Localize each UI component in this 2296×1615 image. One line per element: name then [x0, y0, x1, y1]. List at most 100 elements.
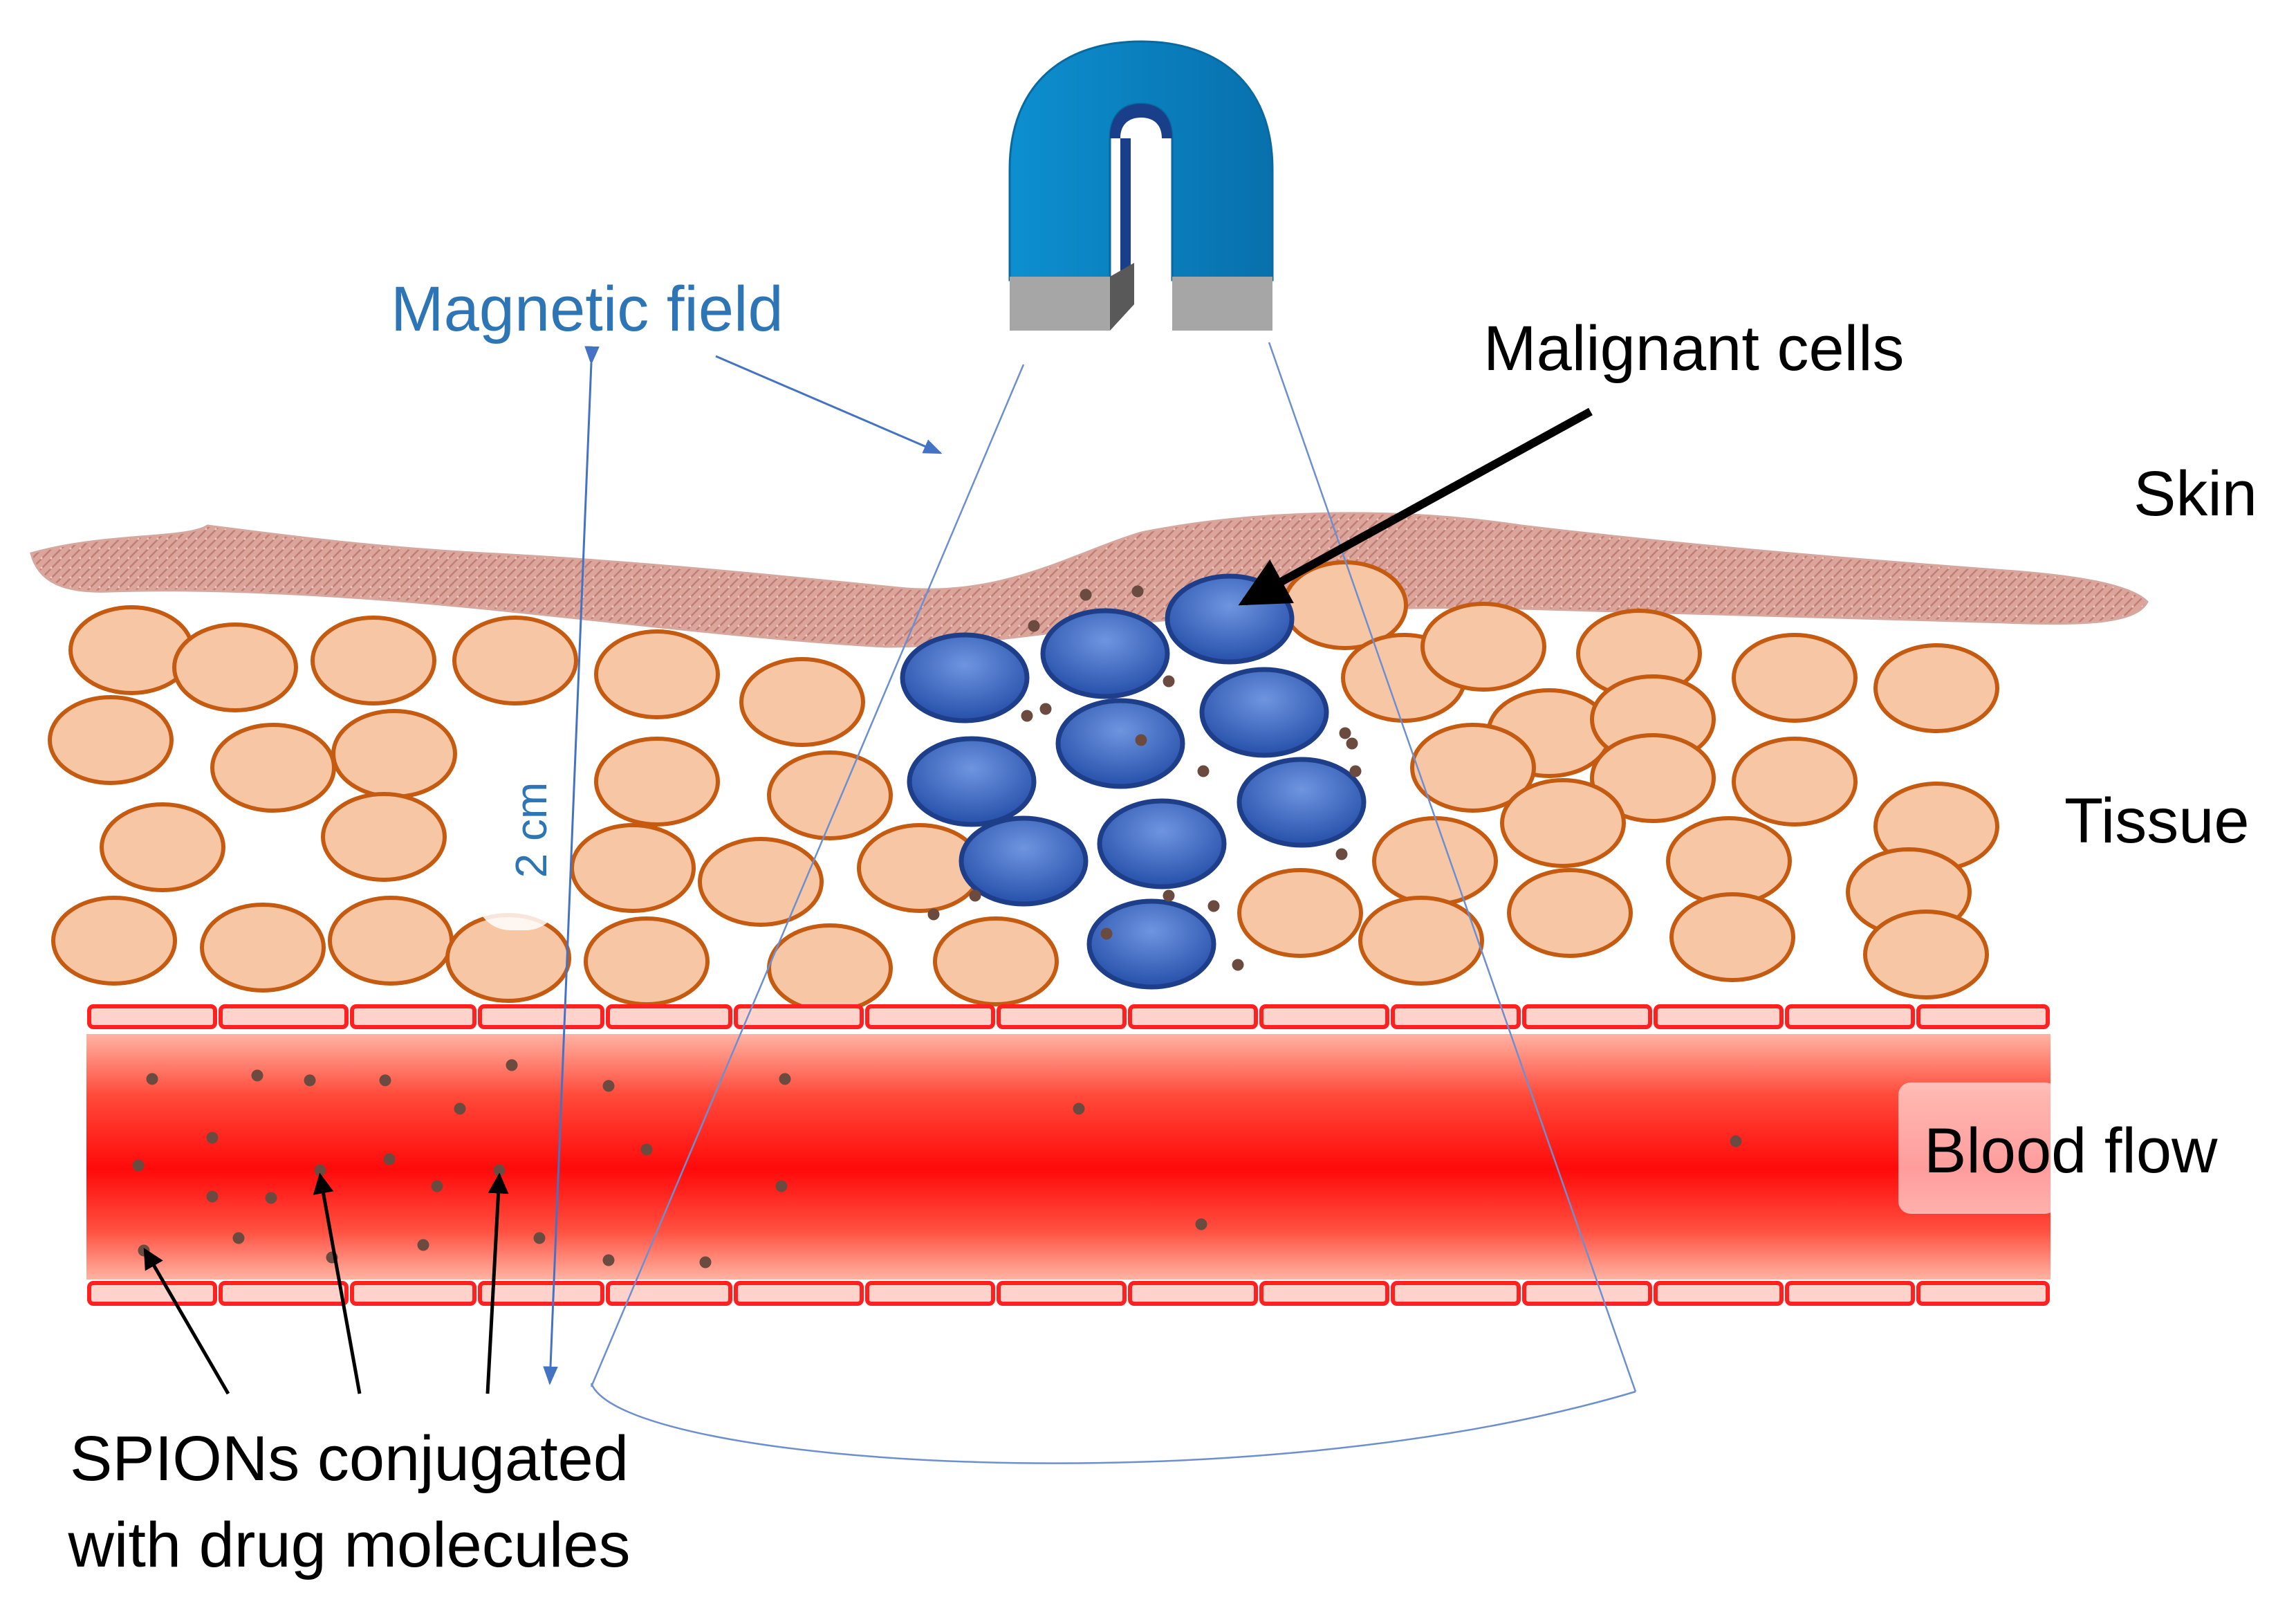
- malignant-cell: [1199, 667, 1329, 758]
- tissue-cell: [767, 750, 893, 840]
- spions-label-line2: with drug molecules: [67, 1510, 630, 1580]
- spion-particle: [493, 1164, 506, 1176]
- spion-particle: [265, 1192, 277, 1204]
- spion-particle: [383, 1153, 396, 1165]
- tissue-cell: [767, 923, 893, 1013]
- malignant-cells-pointer: [1238, 407, 1593, 606]
- malignant-cell: [1055, 698, 1185, 789]
- vessel-wall-cell: [350, 1004, 476, 1029]
- spion-particle: [454, 1102, 466, 1115]
- tissue-label: Tissue: [2064, 786, 2250, 856]
- vessel-wall-cell: [606, 1281, 732, 1306]
- vessel-wall-cell: [1128, 1004, 1258, 1029]
- tissue-cell: [1732, 737, 1858, 827]
- tissue-cell: [594, 737, 720, 827]
- distance-arrow: [543, 346, 600, 1385]
- spion-particle: [1028, 620, 1040, 632]
- horseshoe-magnet-icon: [1008, 40, 1274, 331]
- spion-particle: [533, 1232, 546, 1244]
- malignant-cell: [1237, 757, 1367, 848]
- malignant-cells: [900, 573, 1367, 990]
- spion-particle: [304, 1074, 316, 1087]
- malignant-cell: [900, 632, 1030, 723]
- tissue-cell: [1873, 643, 1999, 733]
- spion-particle: [1346, 737, 1358, 750]
- vessel-wall-cell: [1654, 1281, 1784, 1306]
- tissue-cell: [594, 629, 720, 719]
- vessel-wall-cell: [87, 1004, 217, 1029]
- spion-particle: [1730, 1135, 1742, 1147]
- vessel-wall-cell: [1128, 1281, 1258, 1306]
- vessel-wall-cell: [1916, 1004, 2050, 1029]
- spion-particle: [1195, 1218, 1207, 1230]
- vessel-wall-cell: [997, 1004, 1127, 1029]
- tissue-cell: [1410, 723, 1536, 813]
- tissue-cell: [210, 723, 336, 813]
- spion-particle: [602, 1254, 615, 1266]
- distance-label: 2 cm: [506, 782, 556, 878]
- spion-particle: [969, 889, 981, 902]
- spion-particle: [1080, 589, 1092, 601]
- vessel-wall-cell: [1785, 1281, 1915, 1306]
- tissue-cell: [1358, 896, 1484, 986]
- tissue-cell: [698, 837, 824, 927]
- vessel-wall-cell: [734, 1004, 864, 1029]
- spion-pointers: [143, 1172, 509, 1395]
- tissue-cell: [331, 709, 457, 799]
- vessel-wall-cell: [1522, 1004, 1652, 1029]
- spion-particle: [1232, 959, 1244, 971]
- spion-particle: [1135, 734, 1147, 746]
- spion-particle: [927, 908, 940, 921]
- vessel-wall-cell: [1259, 1004, 1389, 1029]
- blood-flow-label: Blood flow: [1924, 1116, 2218, 1186]
- spion-particle: [779, 1073, 791, 1085]
- tissue-cell: [68, 605, 194, 695]
- distance-label-bg: [476, 730, 560, 930]
- tissue-cell: [100, 802, 225, 892]
- spion-particle: [1335, 848, 1348, 860]
- blood-vessel: [86, 1004, 2050, 1306]
- vessel-wall-cell: [1391, 1281, 1521, 1306]
- spion-particle: [1039, 703, 1052, 715]
- spion-particle: [206, 1190, 219, 1203]
- spion-particle: [1163, 889, 1175, 902]
- magnetic-field-cone: [590, 342, 1637, 1464]
- blood-flow-label-bg: [1898, 1082, 2057, 1214]
- tissue-cell: [1669, 892, 1795, 982]
- tissue-cell: [452, 616, 578, 705]
- vessel-wall-cell: [219, 1004, 349, 1029]
- tissue-cell: [1863, 910, 1989, 999]
- spion-particle: [1073, 1102, 1085, 1115]
- magnetic-field-label: Magnetic field: [391, 274, 784, 344]
- spion-particle: [640, 1143, 653, 1156]
- spion-particle: [775, 1180, 788, 1192]
- vessel-wall-bottom: [87, 1281, 2050, 1306]
- tissue-cell: [1372, 816, 1498, 906]
- spion-particle: [232, 1232, 245, 1244]
- tissue-cell: [321, 792, 447, 882]
- tissue-cell: [48, 695, 174, 785]
- tissue-cell: [570, 823, 696, 913]
- vessel-wall-top: [87, 1004, 2050, 1029]
- vessel-wall-cell: [478, 1004, 604, 1029]
- tissue-cell: [584, 916, 710, 1006]
- malignant-cell: [959, 815, 1089, 907]
- blood-flow-lumen: [86, 1034, 2050, 1280]
- vessel-wall-cell: [1785, 1004, 1915, 1029]
- spion-particle: [206, 1132, 219, 1144]
- tissue-cell: [1237, 868, 1363, 958]
- spion-particle: [1131, 585, 1144, 598]
- spion-particle: [506, 1059, 518, 1071]
- malignant-cell: [1086, 898, 1216, 990]
- spion-particle: [132, 1159, 145, 1172]
- vessel-wall-cell: [350, 1281, 476, 1306]
- malignant-cells-label: Malignant cells: [1483, 313, 1905, 384]
- vessel-wall-cell: [1391, 1004, 1521, 1029]
- tissue-cell: [1500, 778, 1626, 868]
- spion-particle: [1197, 765, 1210, 777]
- magnetic-field-pointer: [715, 355, 943, 454]
- vessel-wall-cell: [1259, 1281, 1389, 1306]
- vessel-wall-cell: [87, 1281, 217, 1306]
- spion-particle: [1100, 928, 1113, 940]
- tissue-cell: [1666, 816, 1792, 906]
